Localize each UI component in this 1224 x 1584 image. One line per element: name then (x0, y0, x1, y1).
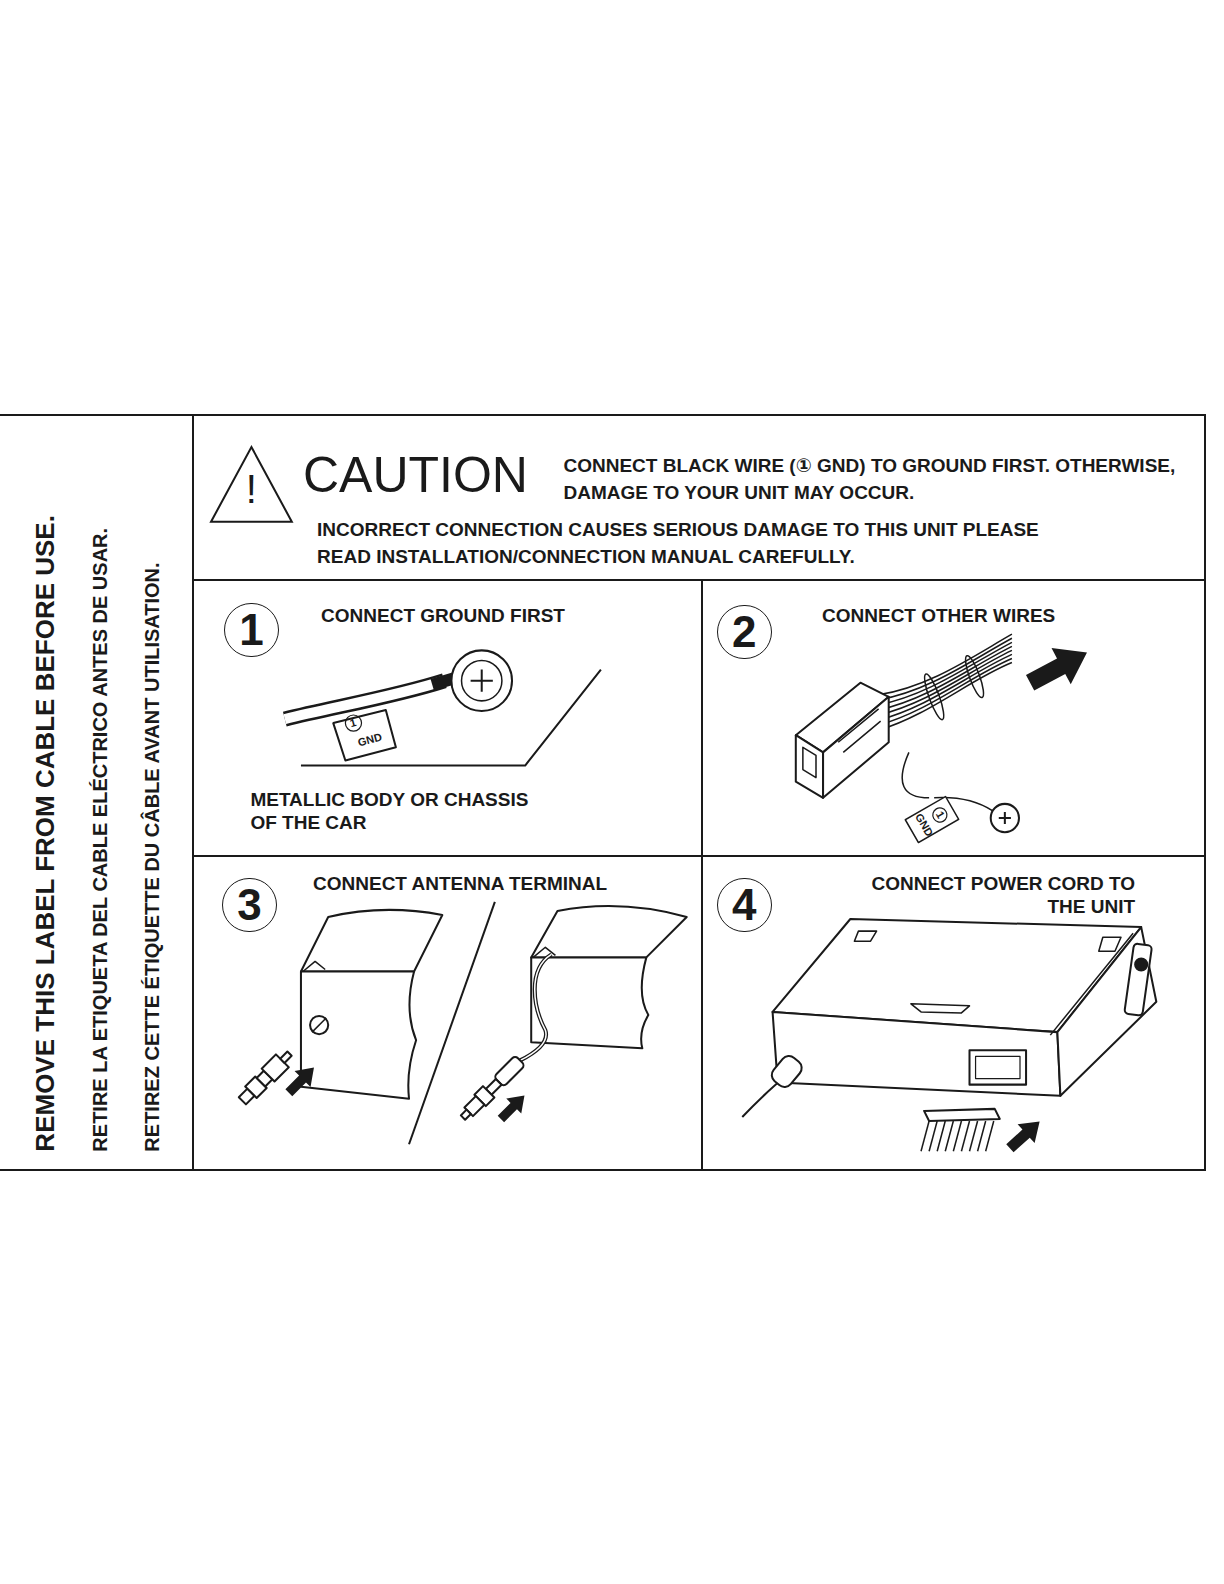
drawing-stroke (280, 1052, 291, 1063)
terminal-plus (999, 812, 1011, 824)
wire-fill (285, 681, 445, 719)
gnd-tag (905, 797, 958, 843)
wire (879, 646, 1012, 710)
warning-text: CONNECT BLACK WIRE (① GND) TO GROUND FIR… (563, 453, 1189, 506)
instruction-text: RETIRE LA ETIQUETA DEL CABLE ELÉCTRICO A… (90, 528, 110, 1152)
instruction-text: REMOVE THIS LABEL FROM CABLE BEFORE USE. (32, 515, 58, 1152)
step-title: CONNECT ANTENNA TERMINAL (313, 873, 607, 896)
drawing (236, 634, 1156, 1157)
notch (303, 961, 325, 971)
harness-illustration (796, 634, 1097, 842)
antenna-plug (236, 1047, 296, 1107)
terminal-plus (471, 670, 493, 692)
ground-terminal (451, 650, 512, 711)
step-title: CONNECT POWER CORD TO THE UNIT (852, 872, 1135, 920)
pin (978, 1121, 986, 1151)
power-socket (970, 1050, 1027, 1084)
warning-text: INCORRECT CONNECTION CAUSES SERIOUS DAMA… (317, 517, 1044, 570)
step-digit: 4 (732, 883, 756, 927)
step-number: 1 (224, 603, 279, 658)
label-strip: REMOVE THIS LABEL FROM CABLE BEFORE USE.… (0, 414, 194, 1171)
pin (937, 1121, 945, 1151)
wire-tie (962, 654, 987, 699)
wire (879, 650, 1012, 715)
caution-heading: CAUTION (303, 450, 528, 500)
step-number: 2 (717, 605, 772, 660)
unit-side (1057, 927, 1156, 1096)
step-title: CONNECT OTHER WIRES (822, 605, 1055, 628)
step-panel: 4 CONNECT POWER CORD TO THE UNIT (701, 855, 1206, 1171)
knob-dot (1135, 958, 1147, 970)
pin (986, 1121, 994, 1151)
caution-box: !CAUTION CONNECT BLACK WIRE (① GND) TO GR… (192, 414, 1206, 581)
unit-face (301, 972, 416, 1099)
drawing-stroke (930, 805, 949, 824)
connector-side (823, 697, 889, 798)
divider (409, 902, 495, 1144)
wire (879, 654, 1012, 720)
tag-circle (345, 715, 361, 731)
direction-arrow (1001, 1112, 1048, 1158)
step-number: 4 (717, 878, 772, 933)
direction-arrow (493, 1088, 532, 1127)
pin (961, 1121, 969, 1151)
antenna-illustration (236, 902, 687, 1144)
step-digit: 2 (732, 610, 756, 654)
drawing-stroke (905, 797, 958, 843)
pin (953, 1121, 961, 1151)
unit-top (301, 910, 442, 972)
unit-face (531, 957, 648, 1048)
step-panel: 3 CONNECT ANTENNA TERMINAL (192, 855, 703, 1171)
step-number: 3 (222, 878, 277, 933)
top-slot (1099, 937, 1121, 951)
panel-edge (1050, 933, 1133, 1035)
front-knob (1124, 943, 1152, 1016)
power-connector (924, 1109, 1000, 1121)
instruction-text: RETIREZ CETTE ÉTIQUETTE DU CÂBLE AVANT U… (142, 562, 162, 1151)
antenna-adapter (457, 1055, 526, 1124)
socket-slash (312, 1018, 326, 1032)
ground-wire (902, 752, 929, 797)
connector-front (796, 735, 823, 798)
warning-triangle: ! (208, 444, 295, 525)
wire (879, 658, 1012, 725)
unit-top (531, 906, 687, 957)
cable-boot (768, 1053, 804, 1090)
location-text: METALLIC BODY OR CHASSIS OF THE CAR (250, 789, 548, 835)
antenna-socket (310, 1016, 328, 1034)
step-title: CONNECT GROUND FIRST (321, 605, 565, 628)
unit-back (773, 1012, 1061, 1096)
pin (921, 1121, 929, 1151)
step-panel: 2 CONNECT OTHER WIRES (701, 579, 1206, 858)
gnd-tag (333, 710, 396, 760)
ground-terminal (991, 804, 1019, 832)
step-digit: 1 (239, 608, 263, 652)
direction-arrow (1020, 634, 1096, 700)
step-digit: 3 (237, 883, 261, 927)
wire (879, 662, 1012, 730)
step-panel: 1 CONNECT GROUND FIRST METALLIC BODY OR CH… (192, 579, 703, 858)
terminal-ring (462, 660, 502, 700)
wire-tie (921, 672, 947, 721)
warning-mark: ! (208, 469, 295, 509)
pin (945, 1121, 953, 1151)
top-vent (911, 1004, 970, 1013)
pin (929, 1121, 937, 1151)
rotated-column: REMOVE THIS LABEL FROM CABLE BEFORE USE.… (0, 416, 194, 1173)
antenna-cable-fill (520, 954, 551, 1060)
socket-inner (976, 1056, 1020, 1078)
top-slot (854, 931, 876, 941)
connector-pins (921, 1121, 994, 1151)
unit-illustration (742, 919, 1156, 1158)
wire-bundle (879, 634, 1012, 730)
antenna-cable (520, 954, 551, 1060)
pin (970, 1121, 978, 1151)
ground-illustration (285, 650, 601, 765)
direction-arrow (281, 1060, 322, 1101)
connector-slots (803, 709, 881, 778)
drawing-stroke (461, 1110, 471, 1120)
wire-outline (285, 681, 445, 719)
